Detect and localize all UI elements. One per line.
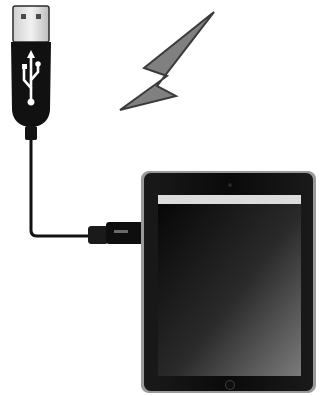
tablet-screen: [158, 195, 301, 376]
tablet-icon: [141, 171, 316, 393]
lightning-bolt-icon: [120, 12, 214, 110]
tablet-camera: [228, 183, 232, 187]
home-button: [226, 381, 235, 390]
charging-cable-icon: [31, 140, 146, 244]
usb-plug-icon: [11, 6, 51, 140]
tablet-status-bar: [158, 195, 301, 204]
